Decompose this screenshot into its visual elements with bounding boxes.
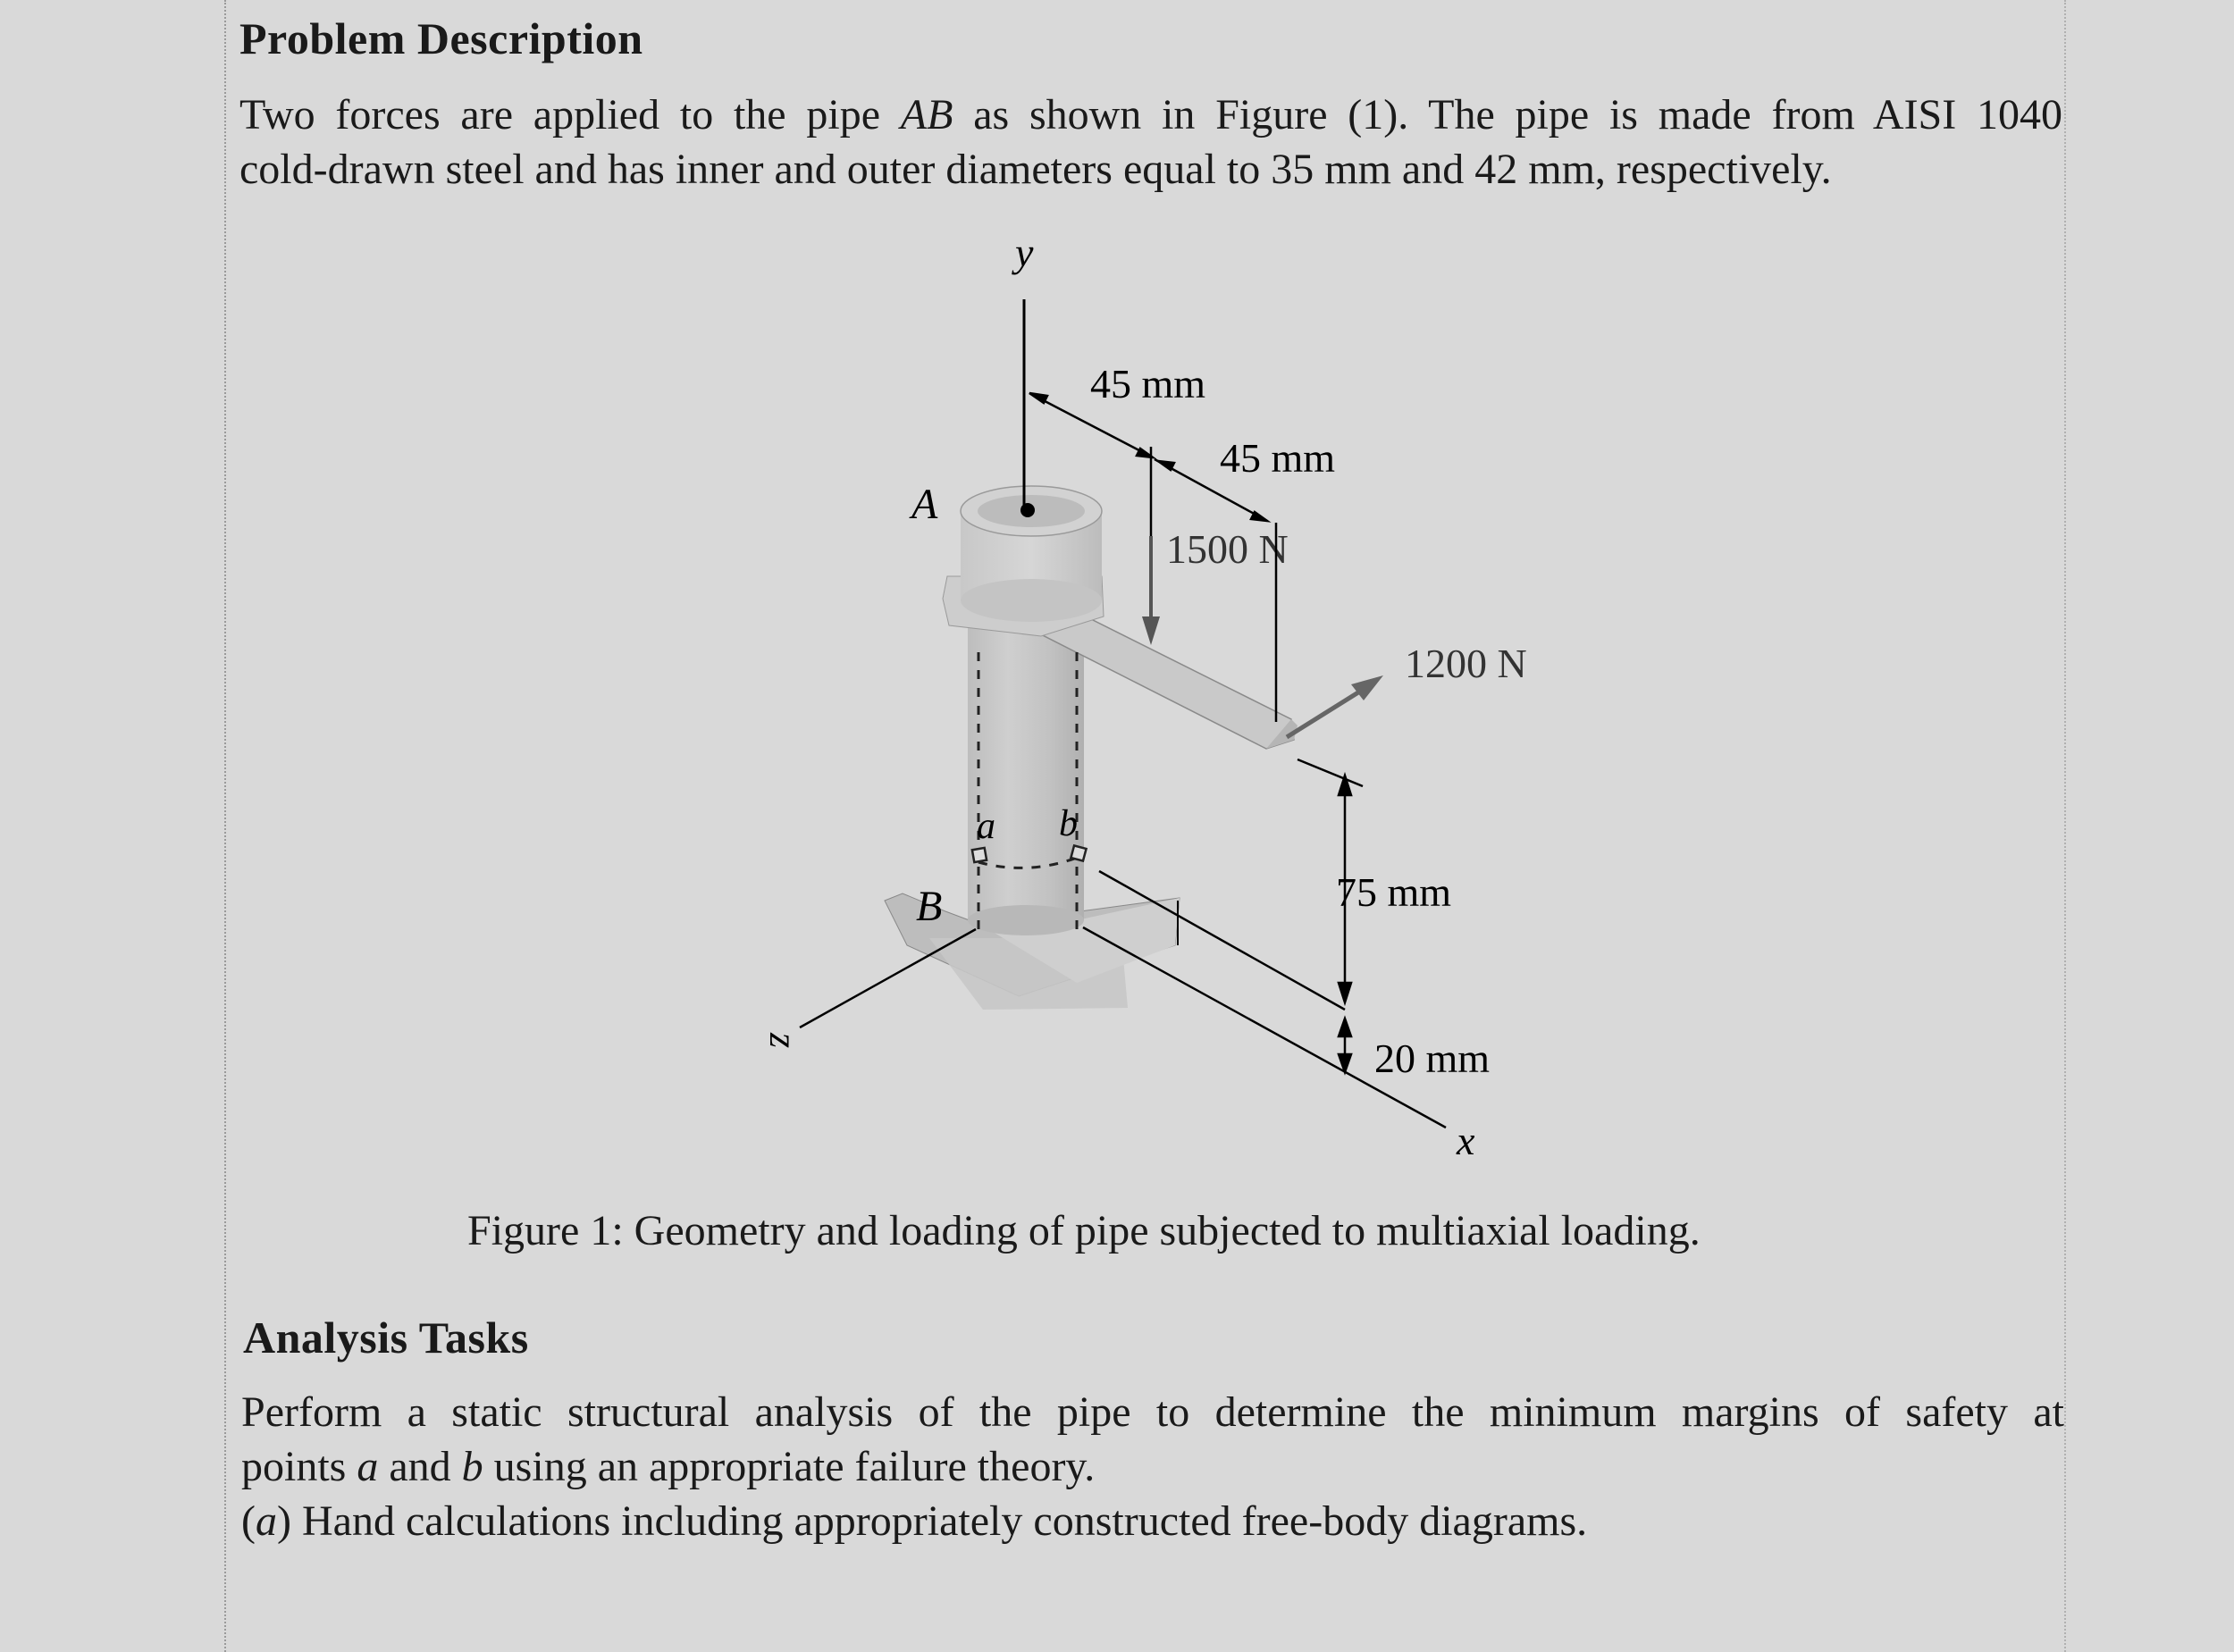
stress-elements [970,843,1088,864]
tasks-item-a-text: Hand calculations including appropriatel… [290,1497,1588,1545]
base-reference-line [1098,869,1346,1011]
force-1500-arrow [1142,536,1160,645]
force-1500-label: 1500 N [1166,526,1289,572]
pipe-label: AB [900,91,953,138]
dimension-45mm-first-label: 45 mm [1090,361,1205,407]
point-b-label: b [1059,803,1078,844]
centroid-dot [1020,503,1035,517]
tasks-line-2: points a and b using an appropriate fail… [241,1439,2064,1494]
analysis-tasks-text: Perform a static structural analysis of … [241,1385,2064,1548]
tasks-item-a: (a) Hand calculations including appropri… [241,1497,1588,1545]
tasks-point-b: b [461,1443,483,1490]
tasks-text-2c: using an appropriate failure theory. [483,1443,1096,1490]
dimension-45mm-lines [1029,391,1272,536]
base-block [884,893,1180,1010]
point-a-label: a [977,806,995,847]
x-axis-line [1082,926,1447,1129]
dimension-vertical-lines [1297,758,1364,1076]
pipe-body [968,625,1084,935]
problem-statement: Two forces are applied to the pipe AB as… [239,88,2062,197]
force-1200-label: 1200 N [1405,641,1527,686]
tasks-item-a-label: a [255,1497,277,1545]
tasks-point-a: a [357,1443,379,1490]
tasks-text-2b: and [378,1443,462,1490]
left-margin-rule [224,0,226,1652]
dimension-45mm-second-label: 45 mm [1220,435,1335,481]
problem-text-1b: as shown in Figure (1). The pipe is made… [953,91,2063,138]
figure-caption: Figure 1: Geometry and loading of pipe s… [467,1207,1701,1254]
axis-y-label: y [1012,230,1034,275]
right-margin-rule [2064,0,2066,1652]
pipe-cap [960,485,1103,622]
dimension-20mm-label: 20 mm [1374,1036,1490,1081]
problem-statement-line-1: Two forces are applied to the pipe AB as… [239,88,2062,142]
axis-z-label: z [761,1032,805,1048]
tasks-line-1: Perform a static structural analysis of … [241,1388,2064,1436]
problem-statement-line-2: cold-drawn steel and has inner and outer… [239,146,1832,193]
point-b-upper-label: B [916,883,942,930]
problem-description-heading: Problem Description [239,13,643,63]
dimension-75mm-label: 75 mm [1336,869,1451,915]
tasks-text-2a: points [241,1443,357,1490]
problem-text-1a: Two forces are applied to the pipe [239,91,901,138]
analysis-tasks-heading: Analysis Tasks [243,1312,529,1363]
point-a-upper-label: A [909,481,938,528]
force-1200-arrow [1285,675,1383,740]
z-axis-line [799,927,977,1029]
axis-x-label: x [1456,1118,1475,1163]
